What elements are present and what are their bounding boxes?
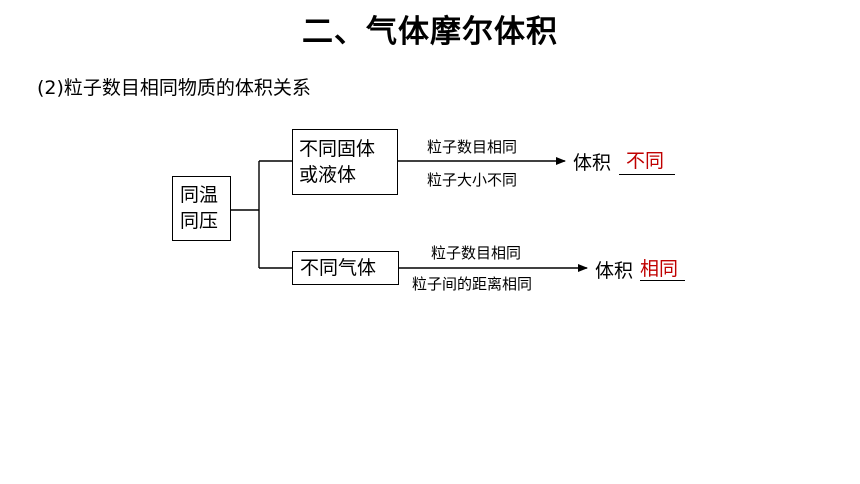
bottom-answer: 相同 <box>640 258 679 280</box>
bottom-condition-below: 粒子间的距离相同 <box>412 275 533 293</box>
top-box-line2: 或液体 <box>299 164 357 186</box>
top-answer-blank <box>619 174 675 175</box>
bottom-result-label: 体积 <box>595 260 634 282</box>
top-condition-below: 粒子大小不同 <box>427 171 518 189</box>
bottom-condition-above: 粒子数目相同 <box>431 244 522 262</box>
bottom-box-label: 不同气体 <box>300 257 377 279</box>
condition-box-same-temp-pressure: 同温 同压 <box>172 176 231 241</box>
root-line1: 同温 <box>180 184 219 206</box>
slide-subtitle: (2)粒子数目相同物质的体积关系 <box>37 77 311 99</box>
top-box-line1: 不同固体 <box>299 138 376 160</box>
box-solid-liquid: 不同固体 或液体 <box>292 129 398 195</box>
top-condition-above: 粒子数目相同 <box>427 138 518 156</box>
top-result-label: 体积 <box>573 152 612 174</box>
bottom-answer-blank <box>640 280 685 281</box>
root-line2: 同压 <box>180 210 219 232</box>
top-answer: 不同 <box>626 150 665 172</box>
slide-title: 二、气体摩尔体积 <box>302 14 558 50</box>
box-gas: 不同气体 <box>292 251 399 285</box>
